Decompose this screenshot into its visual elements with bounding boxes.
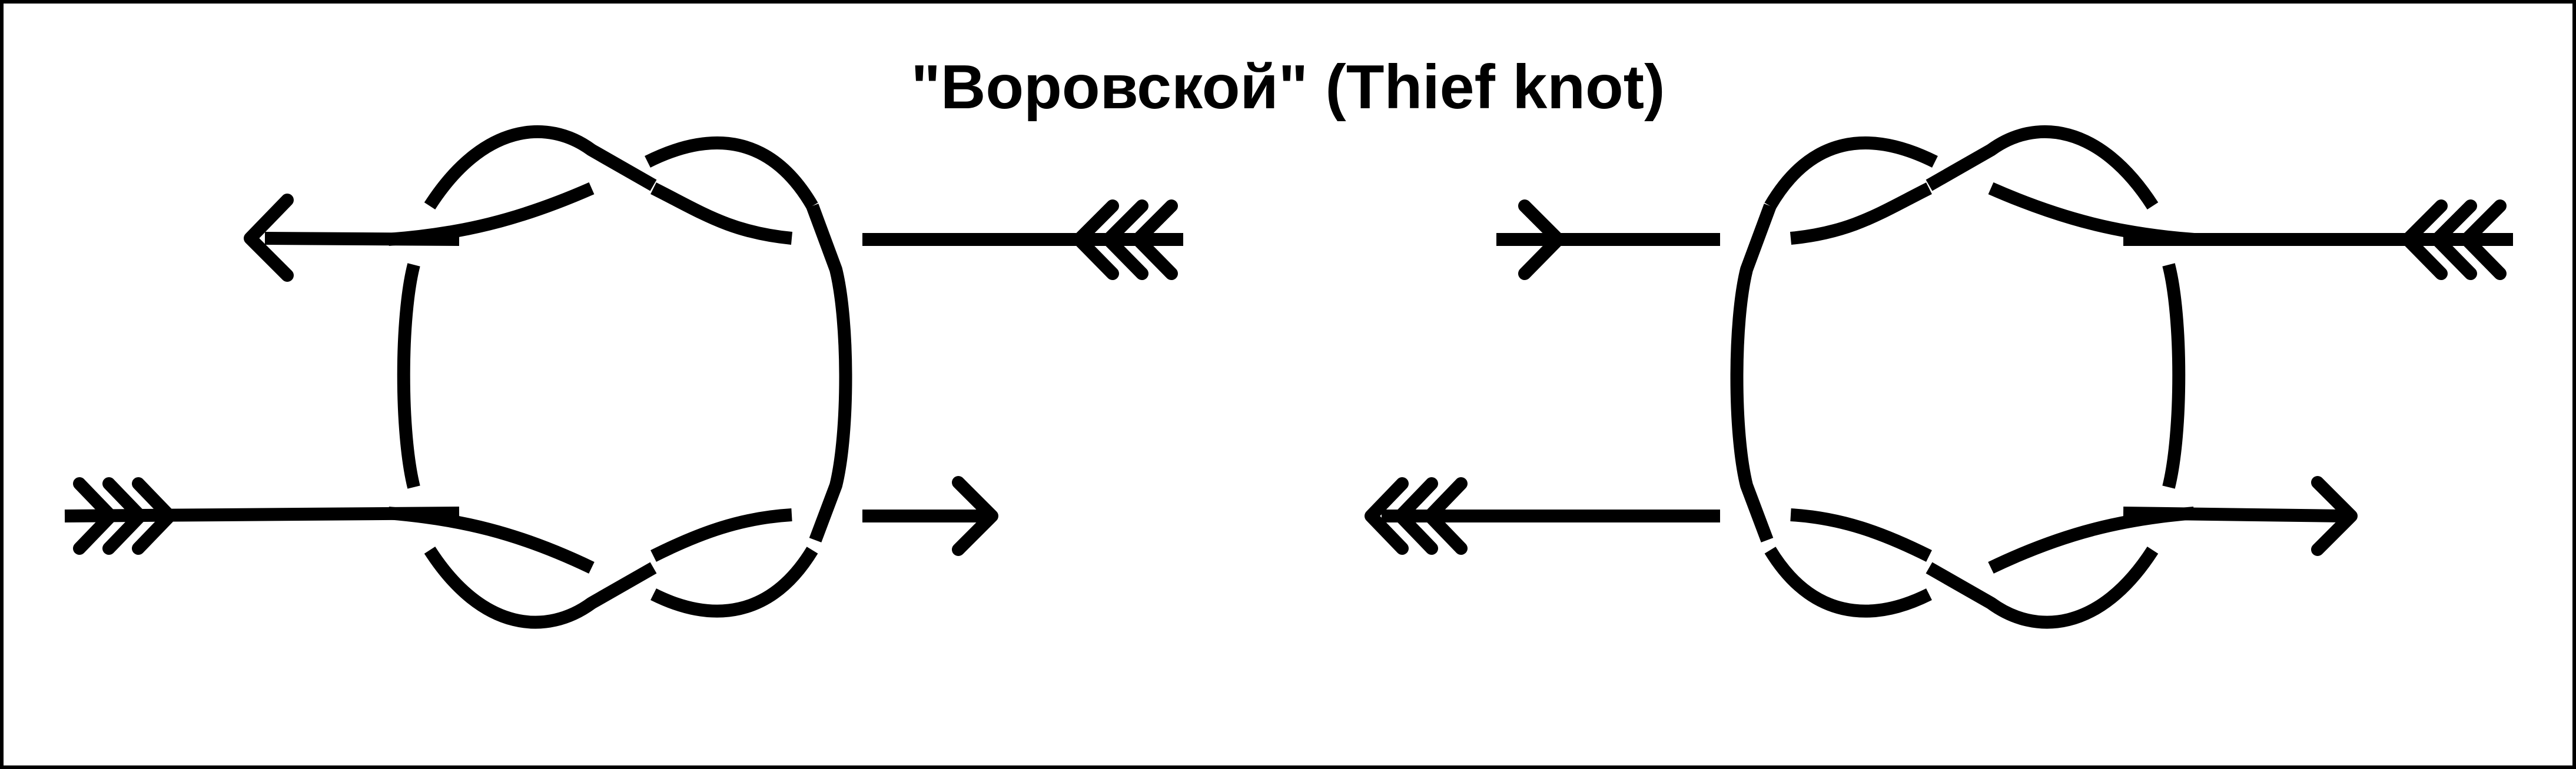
r-feather-1 <box>2460 199 2507 280</box>
feather-5 <box>102 477 147 555</box>
bottom-left-curve <box>388 507 595 574</box>
feather-3 <box>1131 199 1178 280</box>
thief-knot-left <box>64 125 1183 629</box>
r-bottom-loop-b <box>1764 547 1932 618</box>
feather-2 <box>1102 199 1148 280</box>
left-side-loop <box>397 263 420 489</box>
arrowhead-left-top <box>244 194 294 282</box>
r-top-curve <box>1988 182 2195 246</box>
r-arrowhead-bottom <box>2311 476 2358 556</box>
bottom-right-loop <box>650 547 818 618</box>
top-left-curve <box>388 182 595 246</box>
r-side-outer <box>1730 204 1777 542</box>
r-top-inner <box>1790 182 1932 245</box>
diagram-title: "Воровской" (Thief knot) <box>911 52 1665 122</box>
bottom-right-inner <box>650 508 792 562</box>
thief-knot-right-mirror <box>1365 125 2513 629</box>
bottom-left-loop <box>424 547 657 629</box>
r-side-inner <box>2162 263 2186 489</box>
r-top-loop-b <box>1764 137 1938 209</box>
top-left-loop <box>424 125 657 209</box>
r-bottom-curve <box>1988 507 2195 574</box>
right-side-loop <box>806 204 852 542</box>
r-top-loop-a <box>1926 125 2159 209</box>
feather-4 <box>73 477 117 555</box>
r-bottom-loop-a <box>1926 547 2159 629</box>
top-right-loop <box>645 137 818 209</box>
r-feather-2 <box>2431 199 2477 280</box>
top-right-inner <box>650 182 793 245</box>
r-feather-6 <box>1365 477 1409 555</box>
feather-1 <box>1073 199 1119 280</box>
r-feather-5 <box>1394 477 1438 555</box>
r-feather-3 <box>2401 199 2448 280</box>
feather-6 <box>132 477 176 555</box>
r-feather-4 <box>1423 477 1468 555</box>
arrowhead-right-bottom <box>952 476 998 556</box>
r-arrowhead-top <box>1518 199 1565 280</box>
r-bottom-inner <box>1790 508 1932 562</box>
